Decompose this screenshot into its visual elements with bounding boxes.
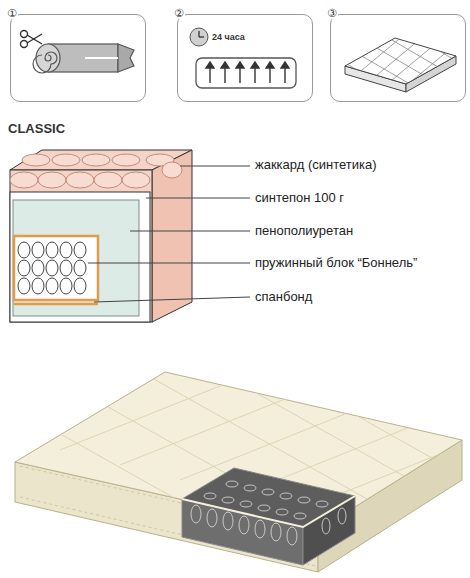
duration-label: 24 часа: [212, 32, 245, 42]
layer-label: пружинный блок “Боннель”: [255, 255, 417, 270]
step-number: ③: [326, 8, 338, 19]
cross-section: [10, 150, 192, 322]
clock-icon: [190, 28, 208, 46]
scissors-icon: [21, 31, 43, 48]
layer-label: пенополиуретан: [255, 223, 353, 238]
quilted-mattress-icon: [340, 28, 465, 95]
step-number: ②: [173, 8, 185, 19]
mattress-illustration: [0, 350, 470, 578]
section-title: CLASSIC: [8, 121, 65, 136]
layer-label: жаккард (синтетика): [255, 157, 377, 172]
roll-icon: [33, 44, 134, 73]
icon-box: ①: [10, 14, 146, 102]
layer-label: спанбонд: [255, 289, 312, 304]
mattress-arrows-icon: [196, 58, 296, 88]
icon-box: ③: [330, 14, 466, 102]
icon-box: ②24 часа: [177, 14, 313, 102]
step-number: ①: [6, 8, 18, 19]
layer-label: синтепон 100 г: [255, 190, 344, 205]
leader-lines: [88, 166, 250, 302]
